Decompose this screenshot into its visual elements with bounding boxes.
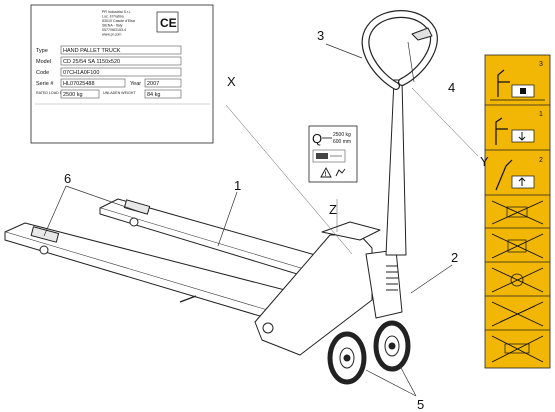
leader-lines <box>43 41 479 397</box>
callout-2: 2 <box>451 250 458 265</box>
svg-text:Type: Type <box>36 48 48 54</box>
load-symbol: Q <box>312 131 322 146</box>
pump-spring <box>386 265 398 291</box>
hand-icon <box>335 168 346 177</box>
ce-mark: CE <box>160 16 177 30</box>
callout-1: 1 <box>234 178 241 193</box>
callout-5: 5 <box>417 397 424 412</box>
svg-text:HL07025488: HL07025488 <box>63 81 95 87</box>
load-capacity-label: Q 2500 kg 600 mm ! <box>308 125 358 183</box>
svg-text:2007: 2007 <box>147 81 159 87</box>
capacity-line: 2500 kg <box>333 132 351 138</box>
view-label-y: Y <box>480 154 489 169</box>
chassis-bolt <box>262 322 274 334</box>
svg-text:!: ! <box>325 172 327 178</box>
fork-rear-roller <box>129 217 139 227</box>
nameplate-field-serial: Serie # HL07025488 Year 2007 <box>36 78 182 88</box>
nameplate-field-type: Type HAND PALLET TRUCK <box>36 45 182 55</box>
nameplate-field-model: Model CD 25/54 SA 1150x520 <box>36 56 182 66</box>
chassis-top <box>321 221 381 241</box>
svg-text:84 kg: 84 kg <box>147 92 160 98</box>
svg-text:Serie #: Serie # <box>36 81 54 87</box>
nameplate-capacity-row: RATED LOAD CAPACITY 2500 kg UNLADEN WEIG… <box>36 89 182 99</box>
lever-icon <box>495 159 513 191</box>
callout-6: 6 <box>64 171 71 186</box>
capacity-line: 600 mm <box>333 139 351 145</box>
address-line: 0577/963153-4 <box>102 28 126 32</box>
warning-triangle-icon <box>320 167 332 178</box>
address-line: Loc. il Pratino <box>102 15 124 19</box>
svg-text:Year: Year <box>130 81 141 87</box>
prohibition-no-standing-icon <box>491 233 544 259</box>
steering-wheel-left <box>327 331 367 385</box>
svg-text:2500 kg: 2500 kg <box>63 92 83 98</box>
svg-text:RATED LOAD CAPACITY: RATED LOAD CAPACITY <box>36 91 78 95</box>
address-line: 53010 Casole d'Elsa <box>102 19 135 23</box>
address-line: PR Industrial S.r.l. <box>102 10 131 14</box>
strip-background <box>484 54 551 369</box>
prohibition-no-riding-icon <box>491 200 544 225</box>
pallet-truck <box>4 10 438 385</box>
callout-4: 4 <box>448 80 455 95</box>
svg-text:Code: Code <box>36 70 49 76</box>
prohibition-no-push-icon <box>491 335 544 363</box>
prohibition-no-hands-icon <box>491 267 544 293</box>
svg-text:CD 25/54 SA 1150x520: CD 25/54 SA 1150x520 <box>63 59 120 65</box>
svg-text:HAND PALLET TRUCK: HAND PALLET TRUCK <box>63 48 121 54</box>
view-label-x: X <box>227 74 236 89</box>
step-number: 2 <box>539 157 543 164</box>
prohibition-no-slope-icon <box>491 301 544 327</box>
svg-text:Model: Model <box>36 59 51 65</box>
nameplate-field-code: Code 07CH1A0F100 <box>36 67 182 77</box>
arrow-down-icon <box>518 132 526 141</box>
svg-text:UNLADEN WEIGHT: UNLADEN WEIGHT <box>103 91 136 95</box>
safety-pictogram-strip: 3 1 2 <box>484 54 551 369</box>
operator-icon <box>497 69 510 97</box>
steering-wheel-right <box>373 320 411 372</box>
view-label-z: Z <box>329 202 337 217</box>
operator-icon <box>495 117 508 145</box>
step-number: 1 <box>539 111 543 118</box>
nameplate: PR Industrial S.r.l. Loc. il Pratino 530… <box>30 4 214 144</box>
step-number: 3 <box>539 61 543 68</box>
callout-3: 3 <box>317 28 324 43</box>
address-line: SIENA - Italy <box>102 24 123 28</box>
svg-text:07CH1A0F100: 07CH1A0F100 <box>63 70 99 76</box>
tiller-shaft <box>385 79 407 256</box>
arrow-up-icon <box>518 177 526 186</box>
fork-front-roller <box>39 245 49 255</box>
address-line: www.pr.com <box>102 33 121 37</box>
control-lever <box>411 27 433 41</box>
manufacturer-address: PR Industrial S.r.l. Loc. il Pratino 530… <box>102 10 135 37</box>
